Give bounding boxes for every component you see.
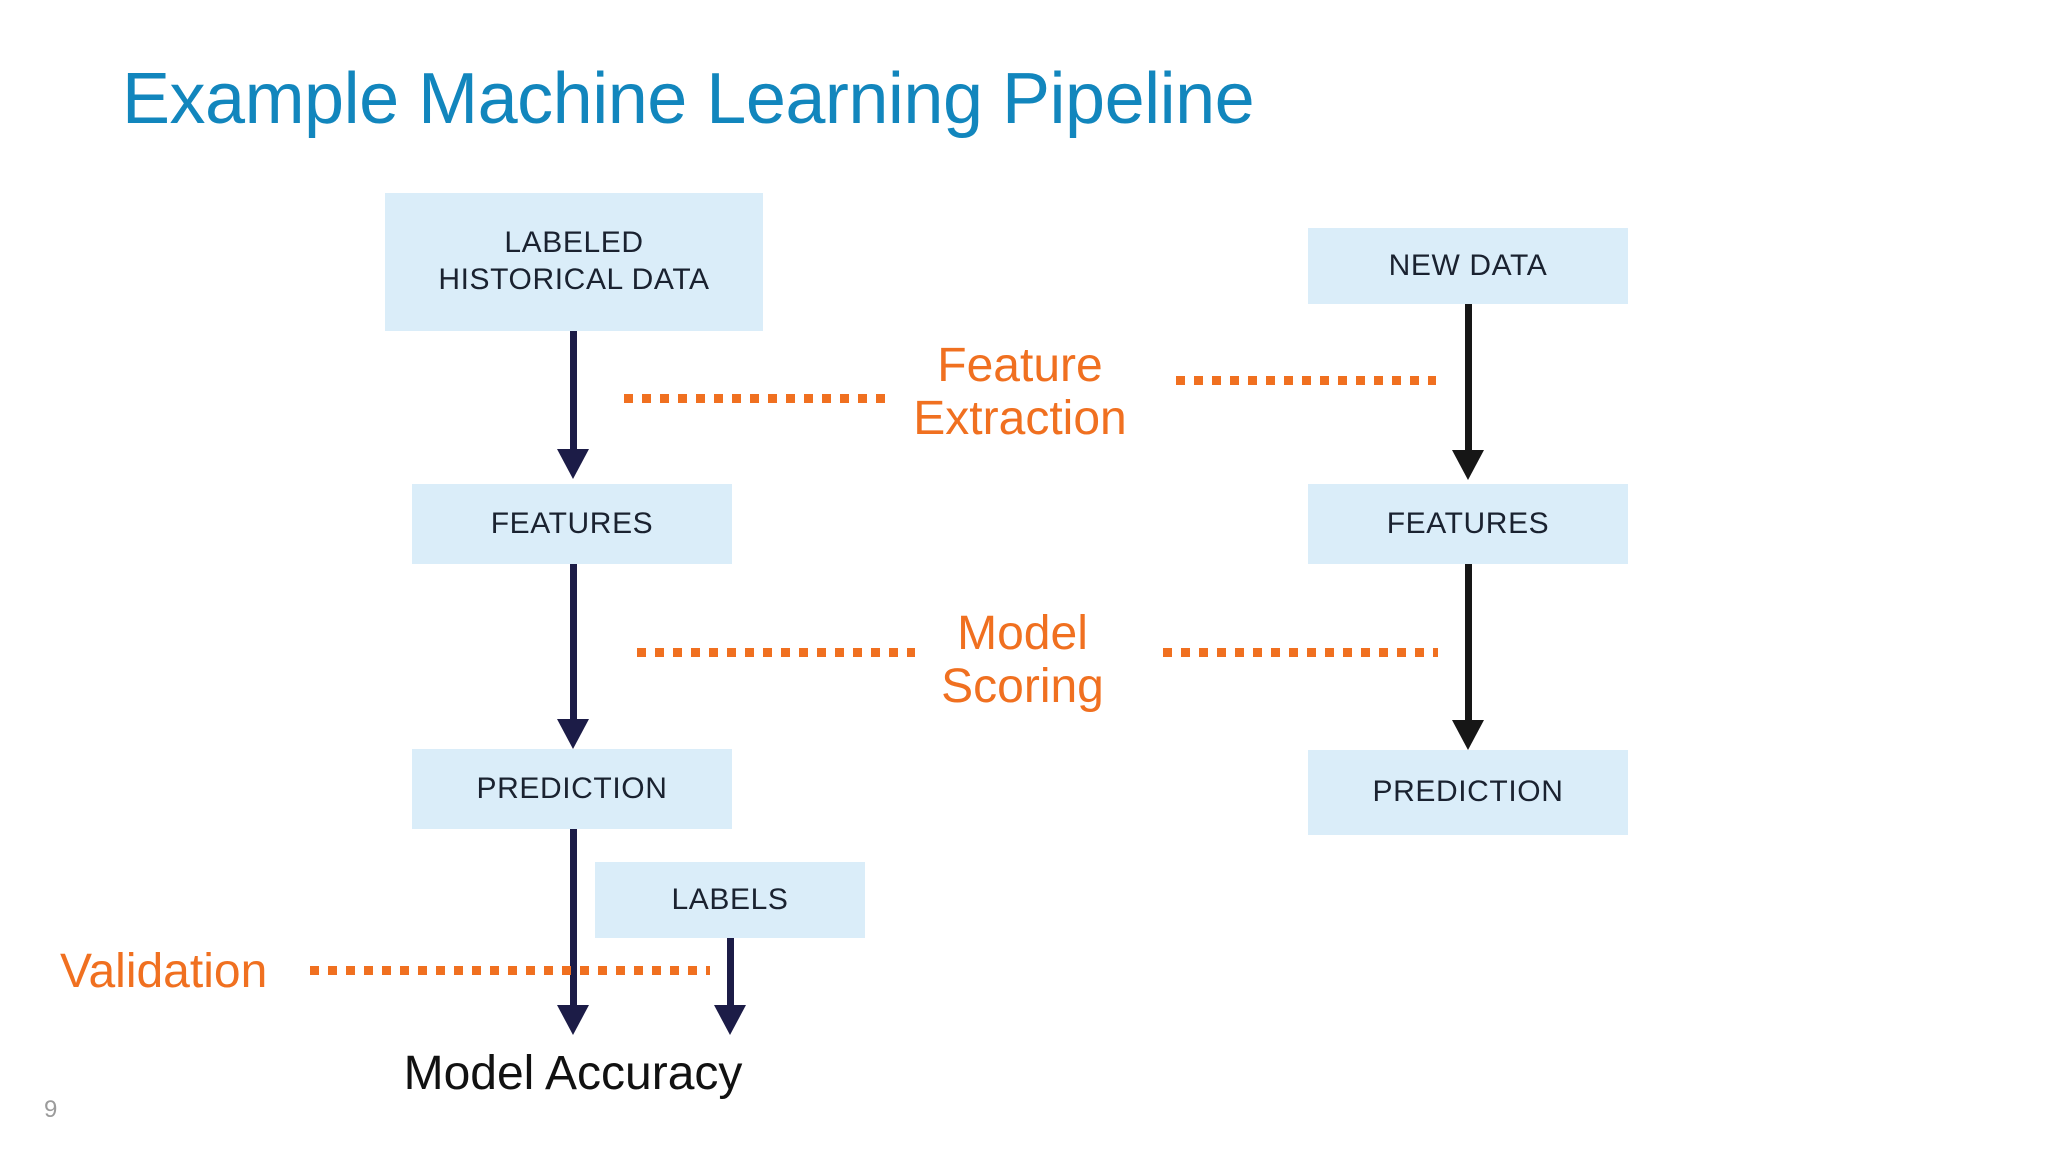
arrow-head [714, 1005, 746, 1035]
node-labeled-historical-data[interactable]: LABELED HISTORICAL DATA [385, 193, 763, 331]
arrow-head [1452, 720, 1484, 750]
node-label: LABELED HISTORICAL DATA [438, 226, 710, 296]
stage-label-feature-extraction: Feature Extraction [913, 339, 1127, 445]
node-new-data[interactable]: NEW DATA [1308, 228, 1628, 304]
page-title: Example Machine Learning Pipeline [122, 59, 1255, 139]
node-label: PREDICTION [476, 771, 668, 805]
outcome-model-accuracy: Model Accuracy [403, 1047, 743, 1100]
dotted-connector-validation [310, 966, 710, 975]
node-label: FEATURES [490, 506, 654, 540]
dotted-connector-feature-extraction-left [624, 394, 889, 403]
node-prediction-right[interactable]: PREDICTION [1308, 750, 1628, 835]
node-prediction-left[interactable]: PREDICTION [412, 749, 732, 829]
node-label: NEW DATA [1388, 248, 1548, 282]
node-label: FEATURES [1386, 506, 1550, 540]
node-label: PREDICTION [1372, 775, 1564, 809]
arrow-head [557, 1005, 589, 1035]
dotted-connector-feature-extraction-right [1176, 376, 1436, 385]
dotted-connector-model-scoring-right [1163, 648, 1438, 657]
arrow-head [557, 449, 589, 479]
stage-label-model-scoring: Model Scoring [941, 607, 1104, 713]
arrow-shaft [726, 938, 734, 1005]
node-label: LABELS [671, 882, 789, 916]
node-features-right[interactable]: FEATURES [1308, 484, 1628, 564]
arrow-shaft [1464, 564, 1472, 720]
arrow-shaft [569, 564, 577, 719]
node-labels[interactable]: LABELS [595, 862, 865, 938]
node-features-left[interactable]: FEATURES [412, 484, 732, 564]
slide-number: 9 [44, 1096, 58, 1123]
arrow-shaft [1464, 304, 1472, 450]
arrow-head [557, 719, 589, 749]
stage-label-validation: Validation [60, 945, 268, 998]
arrow-head [1452, 450, 1484, 480]
arrow-shaft [569, 331, 577, 449]
arrow-shaft [569, 829, 577, 1005]
dotted-connector-model-scoring-left [637, 648, 915, 657]
